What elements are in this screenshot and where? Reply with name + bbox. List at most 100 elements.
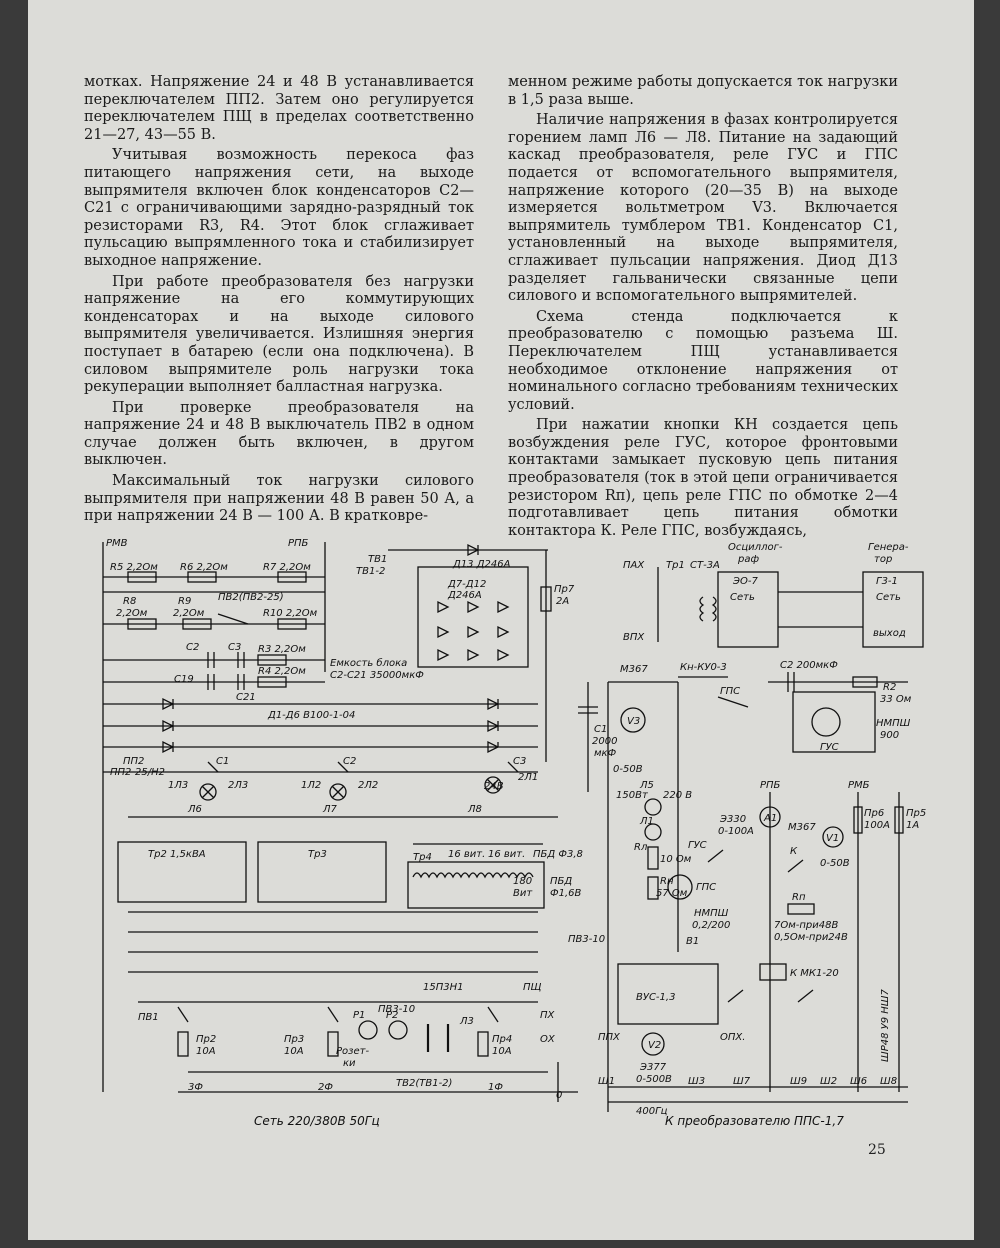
label-v3: V3 [627,716,640,727]
label-l1: Л1 [639,816,654,827]
label-pr2-a: 10А [196,1046,216,1057]
label-pv3-2: ПВ3-10 [568,934,605,945]
label-pr5-a: 1А [906,820,919,831]
label-05om-24v: 0,5Ом-при24В [774,932,848,943]
label-rl-value: 10 Ом [660,854,692,865]
label-kn: Кн-КУ0-3 [680,662,727,673]
label-r6: R6 2,2Ом [180,562,228,573]
label-s3: С3 [513,756,526,767]
label-zero: 0 [556,1090,562,1101]
label-ox: ОХ [540,1034,556,1045]
transformers [117,841,545,973]
label-pr3-a: 10А [284,1046,304,1057]
label-pp2: ПП2 [123,756,144,767]
label-m367: М367 [620,664,648,675]
label-pr4: Пр4 [492,1034,512,1045]
label-7om-48v: 7Ом-при48В [774,920,838,931]
label-rpb-2: РПБ [760,780,781,791]
right-text-column: менном режиме работы допускается ток наг… [508,74,898,543]
label-r5: R5 2,2Ом [110,562,158,573]
label-tr3: Тр3 [308,849,327,860]
left-column-paragraph: мотках. Напряжение 24 и 48 В устанавлива… [84,74,474,143]
right-column-paragraph: менном режиме работы допускается ток наг… [508,74,898,108]
label-shr48: ШР48 У9 НШ7 [880,989,891,1062]
label-m367-2: М367 [788,822,816,833]
label-pr3: Пр3 [284,1034,304,1045]
label-kmk: К МК1-20 [790,968,839,979]
label-pbd-16-size: Ф1,6В [550,888,582,899]
switch-row [138,1001,578,1102]
label-d246a: Д246А [447,590,482,601]
label-pp2-type: ПП2-25/Н2 [110,767,165,778]
label-pr5: Пр5 [906,808,926,819]
label-k: К [790,846,798,857]
label-r10: R10 2,2Ом [263,608,318,619]
label-r9-value: 2,2Ом [173,608,205,619]
label-150w: 150Вт [616,790,649,801]
label-e330: Э330 [719,814,746,825]
label-s1: С1 [216,756,229,767]
label-rp: Rп [792,892,806,903]
label-generator: Генера- [868,542,909,553]
label-180-vit: Вит [513,888,533,899]
page-number: 25 [868,1142,886,1158]
label-r8: R8 [123,596,136,607]
label-rmv: РМВ [106,538,128,549]
left-column-paragraph: Максимальный ток нагрузки силового выпря… [84,473,474,525]
label-ppx: ППХ [598,1032,621,1043]
label-c2: С2 [186,642,199,653]
label-l5: Л5 [639,780,654,791]
test-equipment [657,567,924,753]
label-a1: А1 [763,813,777,824]
label-set-1: Сеть [730,592,755,603]
label-180: 180 [513,876,532,887]
label-l8: Л8 [467,804,482,815]
label-e330-range: 0-100А [718,826,754,837]
label-st3a: СТ-3А [690,560,720,571]
label-2l1: 2Л1 [518,772,538,783]
right-column-paragraph: При нажатии кнопки КН создается цепь воз… [508,417,898,539]
label-r8-value: 2,2Ом [116,608,148,619]
label-g31: Г3-1 [876,576,898,587]
label-pv2: ПВ2(ПВ2-25) [218,592,284,603]
label-220v: 220 В [663,790,692,801]
label-sh1: Ш1 [598,1076,615,1087]
label-c19: С19 [174,674,194,685]
label-sh9: Ш9 [790,1076,807,1087]
label-rn: Rн [660,876,674,887]
label-rmb: РМБ [848,780,870,791]
label-e377-range: 0-500В [636,1074,672,1085]
label-nmpsh-900: 900 [880,730,899,741]
label-nmpsh-range: 0,2/200 [692,920,730,931]
label-2l3: 2Л3 [228,780,248,791]
label-c1: С1 [594,724,607,735]
label-px: ПХ [540,1010,556,1021]
label-cap-block: Емкость блока [330,657,407,669]
label-sh8: Ш8 [880,1076,897,1087]
label-nmpsh: НМПШ [876,718,911,729]
label-gus-2: ГУС [688,840,707,851]
label-sh7: Ш7 [733,1076,751,1087]
label-tr2: Тр2 1,5кВА [148,849,206,860]
label-1l3: 1Л3 [168,780,188,791]
label-nmpsh-2: НМПШ [694,908,729,919]
left-column-paragraph: При работе преобразователя без нагрузки … [84,273,474,396]
label-l7: Л7 [322,804,338,815]
label-3f: 3Ф [188,1082,203,1093]
label-sh6: Ш6 [850,1076,867,1087]
label-rpb: РПБ [288,538,309,549]
label-400hz: 400Гц [636,1106,668,1117]
label-2l2: 2Л2 [358,780,378,791]
label-pbd-16: ПБД [550,876,572,887]
label-r7: R7 2,2Ом [263,562,311,573]
label-v1-switch: В1 [686,936,699,947]
label-p2: Р2 [386,1010,398,1021]
capacitors-left [207,652,245,690]
label-oscillograph-2: раф [737,554,759,565]
label-e377: Э377 [639,1062,667,1073]
label-eo7: ЭО-7 [732,576,758,587]
label-rn-value: 57 Ом [656,888,688,899]
label-pr6-a: 100А [864,820,890,831]
label-pv3: ПВ3-10 [378,1004,415,1015]
meter-v3 [607,676,749,762]
